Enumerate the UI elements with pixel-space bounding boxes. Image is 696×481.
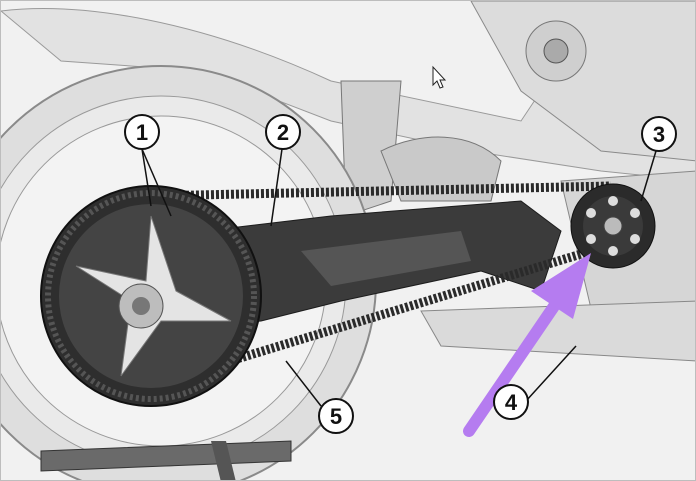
front-pulley xyxy=(570,183,656,269)
drive-belt xyxy=(150,181,612,384)
swingarm-highlight xyxy=(301,231,471,286)
callout-label: 5 xyxy=(330,404,342,429)
callout-label: 4 xyxy=(505,390,518,415)
callout-5: 5 xyxy=(318,398,354,434)
mouse-cursor-icon xyxy=(432,65,447,89)
callout-label: 1 xyxy=(136,120,148,145)
callout-label: 2 xyxy=(277,120,289,145)
stand-leg xyxy=(211,441,236,480)
callout-label: 3 xyxy=(653,122,665,147)
callout-2: 2 xyxy=(265,114,301,150)
highlight-arrow xyxy=(463,253,591,437)
callout-4: 4 xyxy=(493,384,529,420)
leader-lines xyxy=(141,148,657,407)
rear-pulley xyxy=(40,185,262,407)
callout-1: 1 xyxy=(124,114,160,150)
callout-3: 3 xyxy=(641,116,677,152)
